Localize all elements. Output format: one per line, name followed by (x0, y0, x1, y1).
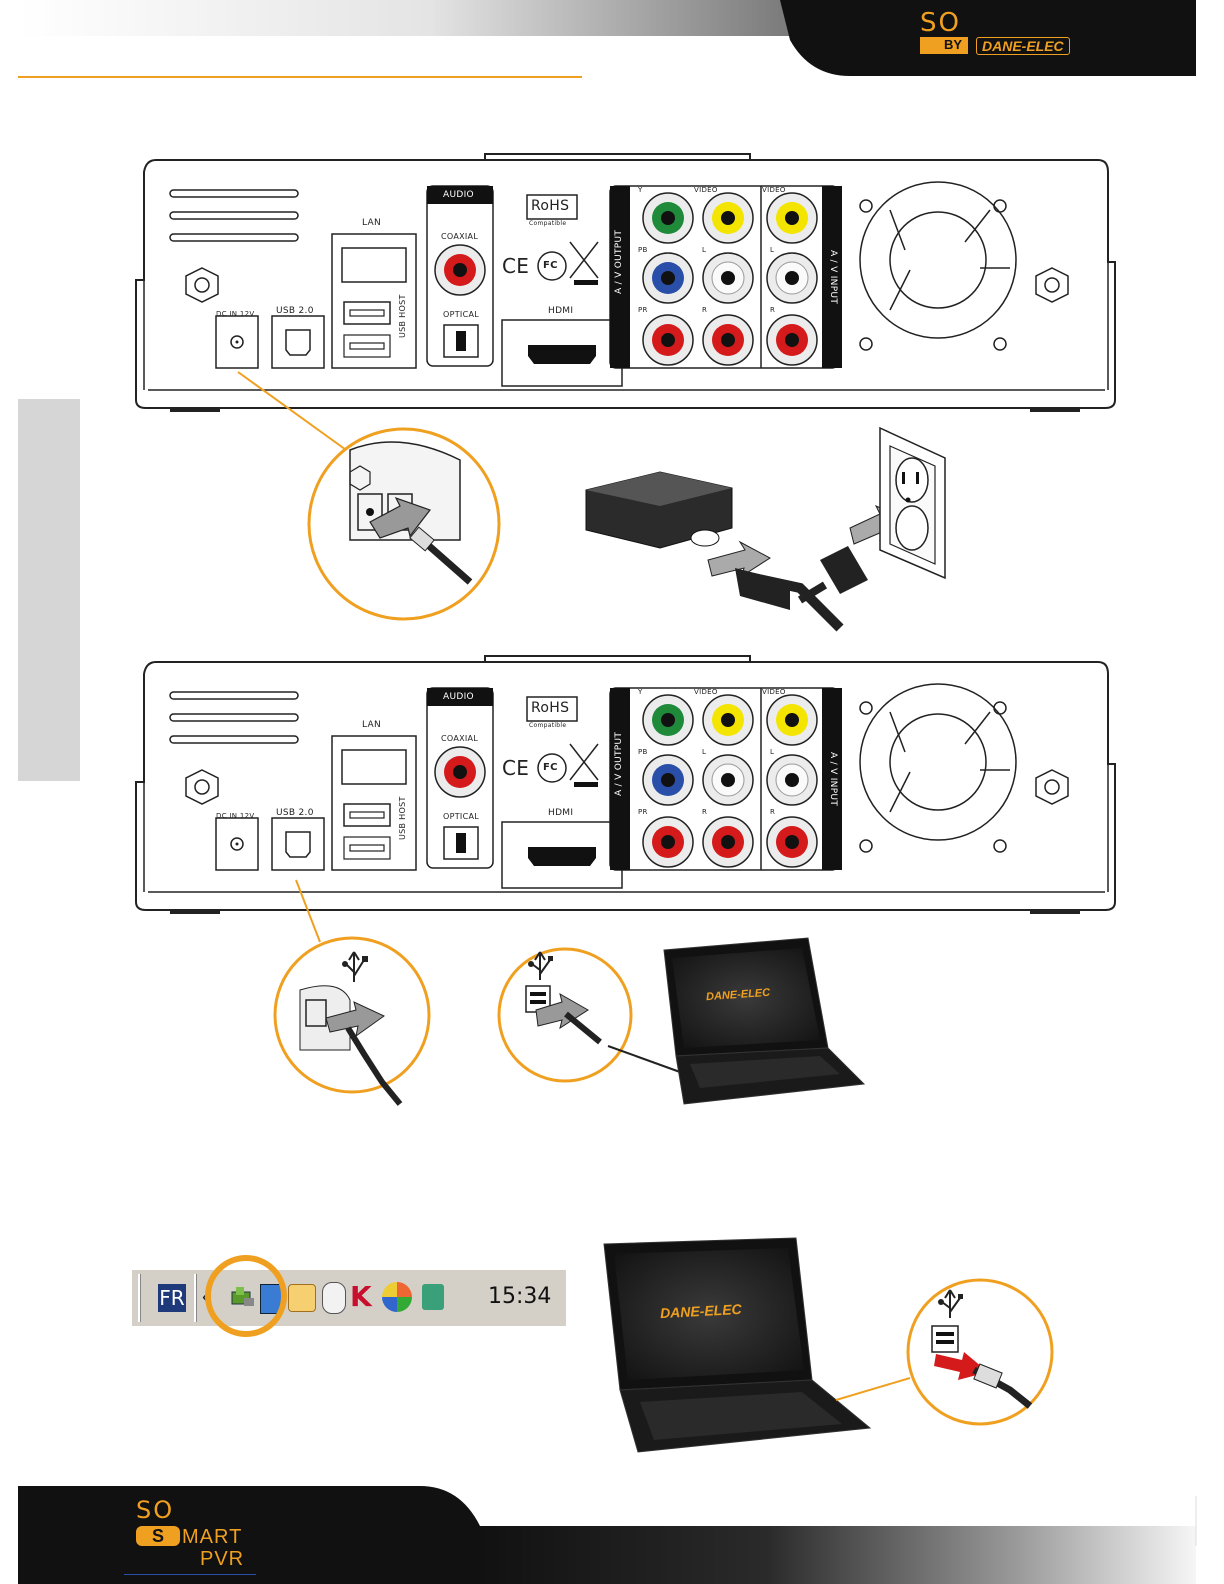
av-output-label: A / V OUTPUT (614, 229, 624, 294)
footer-logo-mart: MART (182, 1526, 243, 1548)
r-out-label: R (702, 306, 708, 314)
l-out-label: L (702, 246, 707, 254)
r-out-label: R (702, 808, 708, 816)
rohs-sub-label: Compatible (529, 220, 567, 227)
update-icon[interactable] (422, 1284, 444, 1310)
rohs-label: RoHS (531, 700, 570, 716)
page-header: SO BY DANE-ELEC (0, 0, 1224, 80)
ce-mark: CE (502, 756, 530, 780)
pb-label: PB (638, 246, 648, 254)
fc-mark: FC (543, 762, 558, 773)
r-in-label: R (770, 808, 776, 816)
coaxial-label: COAXIAL (441, 734, 479, 743)
rca-jacks (642, 192, 818, 366)
pr-label: PR (638, 808, 648, 816)
dc-in-label: DC IN 12V (216, 812, 255, 820)
y-label: Y (638, 688, 643, 696)
rohs-sub-label: Compatible (529, 722, 567, 729)
av-output-label: A / V OUTPUT (614, 731, 624, 796)
usb-host-label: USB HOST (398, 294, 407, 338)
l-in-label: L (770, 748, 775, 756)
hdmi-label: HDMI (548, 808, 574, 818)
clock[interactable]: 15:34 (488, 1284, 552, 1309)
brand-so: SO (920, 8, 961, 38)
rca-jacks (642, 694, 818, 868)
video-out-label: VIDEO (694, 688, 718, 696)
usb-connection-illustration (273, 879, 866, 1106)
usb-symbol-icon (528, 951, 553, 980)
optical-label: OPTICAL (443, 310, 479, 319)
device-back-panel-usb: DC IN 12V USB 2.0 LAN USB HOST AUDIO COA… (130, 652, 1125, 917)
power-connection-illustration (237, 371, 946, 632)
dc-in-label: DC IN 12V (216, 310, 255, 318)
lan-label: LAN (362, 720, 382, 730)
usb-symbol-icon (938, 1289, 963, 1318)
r-in-label: R (770, 306, 776, 314)
footer-logo: SO S MART PVR (124, 1496, 276, 1576)
page-footer: SO S MART PVR (0, 1486, 1224, 1584)
media-icon[interactable] (382, 1282, 412, 1312)
mouse-icon[interactable] (322, 1282, 346, 1314)
side-tab (18, 399, 80, 781)
highlight-circle (205, 1255, 287, 1337)
antivirus-icon[interactable]: K (350, 1280, 372, 1313)
clock-task-icon[interactable] (288, 1284, 316, 1312)
video-in-label: VIDEO (762, 186, 786, 194)
pr-label: PR (638, 306, 648, 314)
system-tray: FR ‹ K 15:34 (132, 1270, 566, 1326)
usb-symbol-icon (342, 951, 368, 982)
hdmi-label: HDMI (548, 306, 574, 316)
y-label: Y (638, 186, 643, 194)
fc-mark: FC (543, 260, 558, 271)
pb-label: PB (638, 748, 648, 756)
footer-logo-so: SO (136, 1496, 175, 1524)
usb-host-label: USB HOST (398, 796, 407, 840)
brand-dane-elec: DANE-ELEC (976, 37, 1070, 55)
rohs-label: RoHS (531, 198, 570, 214)
ce-mark: CE (502, 254, 530, 278)
lan-label: LAN (362, 218, 382, 228)
usb20-label: USB 2.0 (276, 808, 314, 818)
language-indicator[interactable]: FR (158, 1284, 186, 1312)
audio-label: AUDIO (443, 692, 474, 702)
optical-label: OPTICAL (443, 812, 479, 821)
footer-logo-s: S (136, 1526, 180, 1546)
usb20-label: USB 2.0 (276, 306, 314, 316)
l-out-label: L (702, 748, 707, 756)
video-in-label: VIDEO (762, 688, 786, 696)
coaxial-label: COAXIAL (441, 232, 479, 241)
brand-by: BY (944, 37, 963, 52)
brand-logo: SO BY DANE-ELEC (918, 8, 1118, 56)
av-input-label: A / V INPUT (828, 752, 838, 807)
l-in-label: L (770, 246, 775, 254)
usb-disconnect-illustration (603, 1237, 1054, 1453)
audio-label: AUDIO (443, 190, 474, 200)
footer-logo-pvr: PVR (200, 1548, 245, 1570)
safely-remove-hardware-icon[interactable] (230, 1284, 256, 1310)
device-back-panel-power: DC IN 12V USB 2.0 LAN USB HOST AUDIO COA… (130, 150, 1125, 415)
av-input-label: A / V INPUT (828, 250, 838, 305)
video-out-label: VIDEO (694, 186, 718, 194)
